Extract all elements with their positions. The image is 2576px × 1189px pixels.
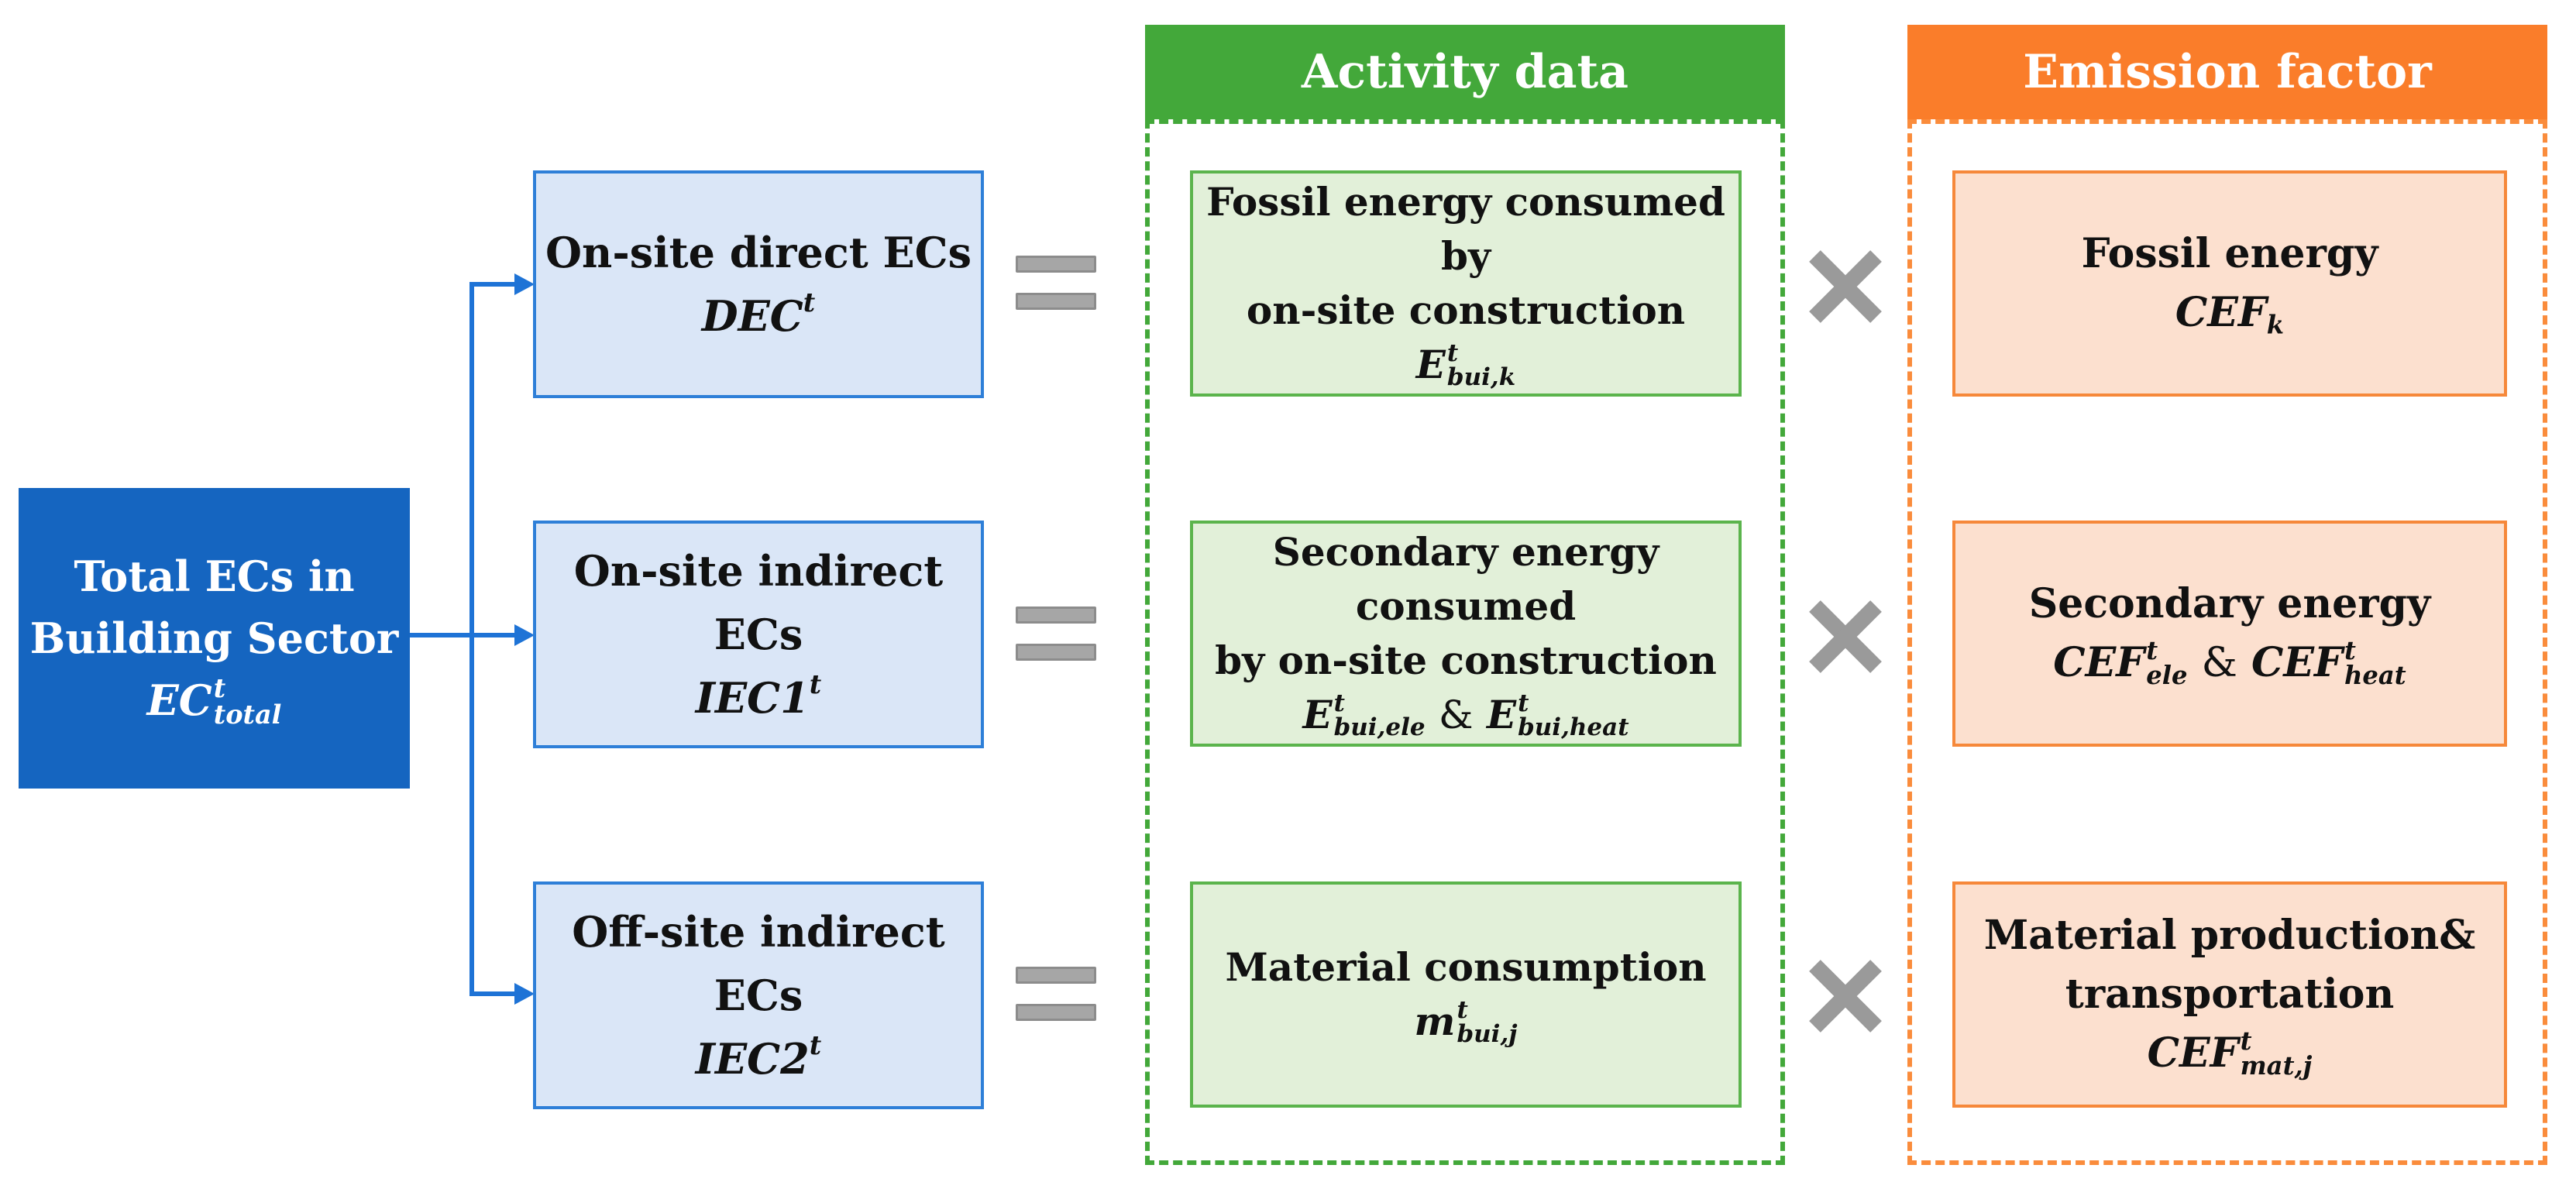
- material-factor-line1: Material production&: [1983, 912, 2476, 959]
- onsite-indirect-ecs-label: On-site indirect ECs: [573, 546, 944, 659]
- activity-data-frame: [1145, 119, 1785, 1165]
- fossil-activity-line1: Fossil energy consumed by: [1206, 179, 1725, 279]
- emission-factor-frame: [1907, 119, 2547, 1165]
- root-label-line2: Building Sector: [29, 613, 399, 663]
- offsite-indirect-ecs-label: Off-site indirect ECs: [572, 907, 945, 1020]
- material-factor-line2: transportation: [2065, 971, 2395, 1018]
- connector-root-horizontal: [410, 633, 472, 637]
- fossil-factor-line1: Fossil energy: [2081, 230, 2378, 277]
- connector-trunk-vertical: [469, 282, 474, 996]
- activity-data-header: Activity data: [1145, 25, 1785, 119]
- onsite-indirect-ecs-symbol: IEC1t: [695, 668, 822, 723]
- arrowhead-middle: [514, 624, 535, 646]
- connector-branch-top: [469, 282, 518, 287]
- direct-ecs-symbol: DECt: [701, 287, 816, 341]
- offsite-indirect-ecs-box: Off-site indirect ECs IEC2t: [533, 881, 984, 1109]
- secondary-factor-line1: Secondary energy: [2028, 580, 2431, 627]
- secondary-energy-activity-box: Secondary energy consumed by on-site con…: [1190, 521, 1742, 747]
- connector-branch-middle: [469, 633, 518, 637]
- onsite-indirect-ecs-box: On-site indirect ECs IEC1t: [533, 521, 984, 748]
- fossil-energy-factor-box: Fossil energy CEFk: [1952, 170, 2507, 397]
- material-activity-line1: Material consumption: [1225, 944, 1707, 990]
- multiply-sign-bottom: [1809, 960, 1882, 1033]
- arrowhead-top: [514, 273, 535, 295]
- root-label-line1: Total ECs in: [74, 552, 355, 601]
- fossil-activity-line2: on-site construction: [1246, 287, 1686, 333]
- secondary-activity-line2: by on-site construction: [1215, 637, 1717, 683]
- direct-ecs-box: On-site direct ECs DECt: [533, 170, 984, 398]
- fossil-energy-activity-box: Fossil energy consumed by on-site constr…: [1190, 170, 1742, 397]
- arrowhead-bottom: [514, 983, 535, 1005]
- multiply-sign-top: [1809, 250, 1882, 323]
- emission-factor-header: Emission factor: [1907, 25, 2547, 119]
- fossil-factor-symbol: CEFk: [2175, 289, 2285, 340]
- connector-branch-bottom: [469, 991, 518, 996]
- multiply-sign-middle: [1809, 600, 1882, 673]
- secondary-activity-line1: Secondary energy consumed: [1272, 529, 1659, 629]
- offsite-indirect-ecs-symbol: IEC2t: [695, 1029, 822, 1084]
- direct-ecs-label: On-site direct ECs: [545, 228, 972, 277]
